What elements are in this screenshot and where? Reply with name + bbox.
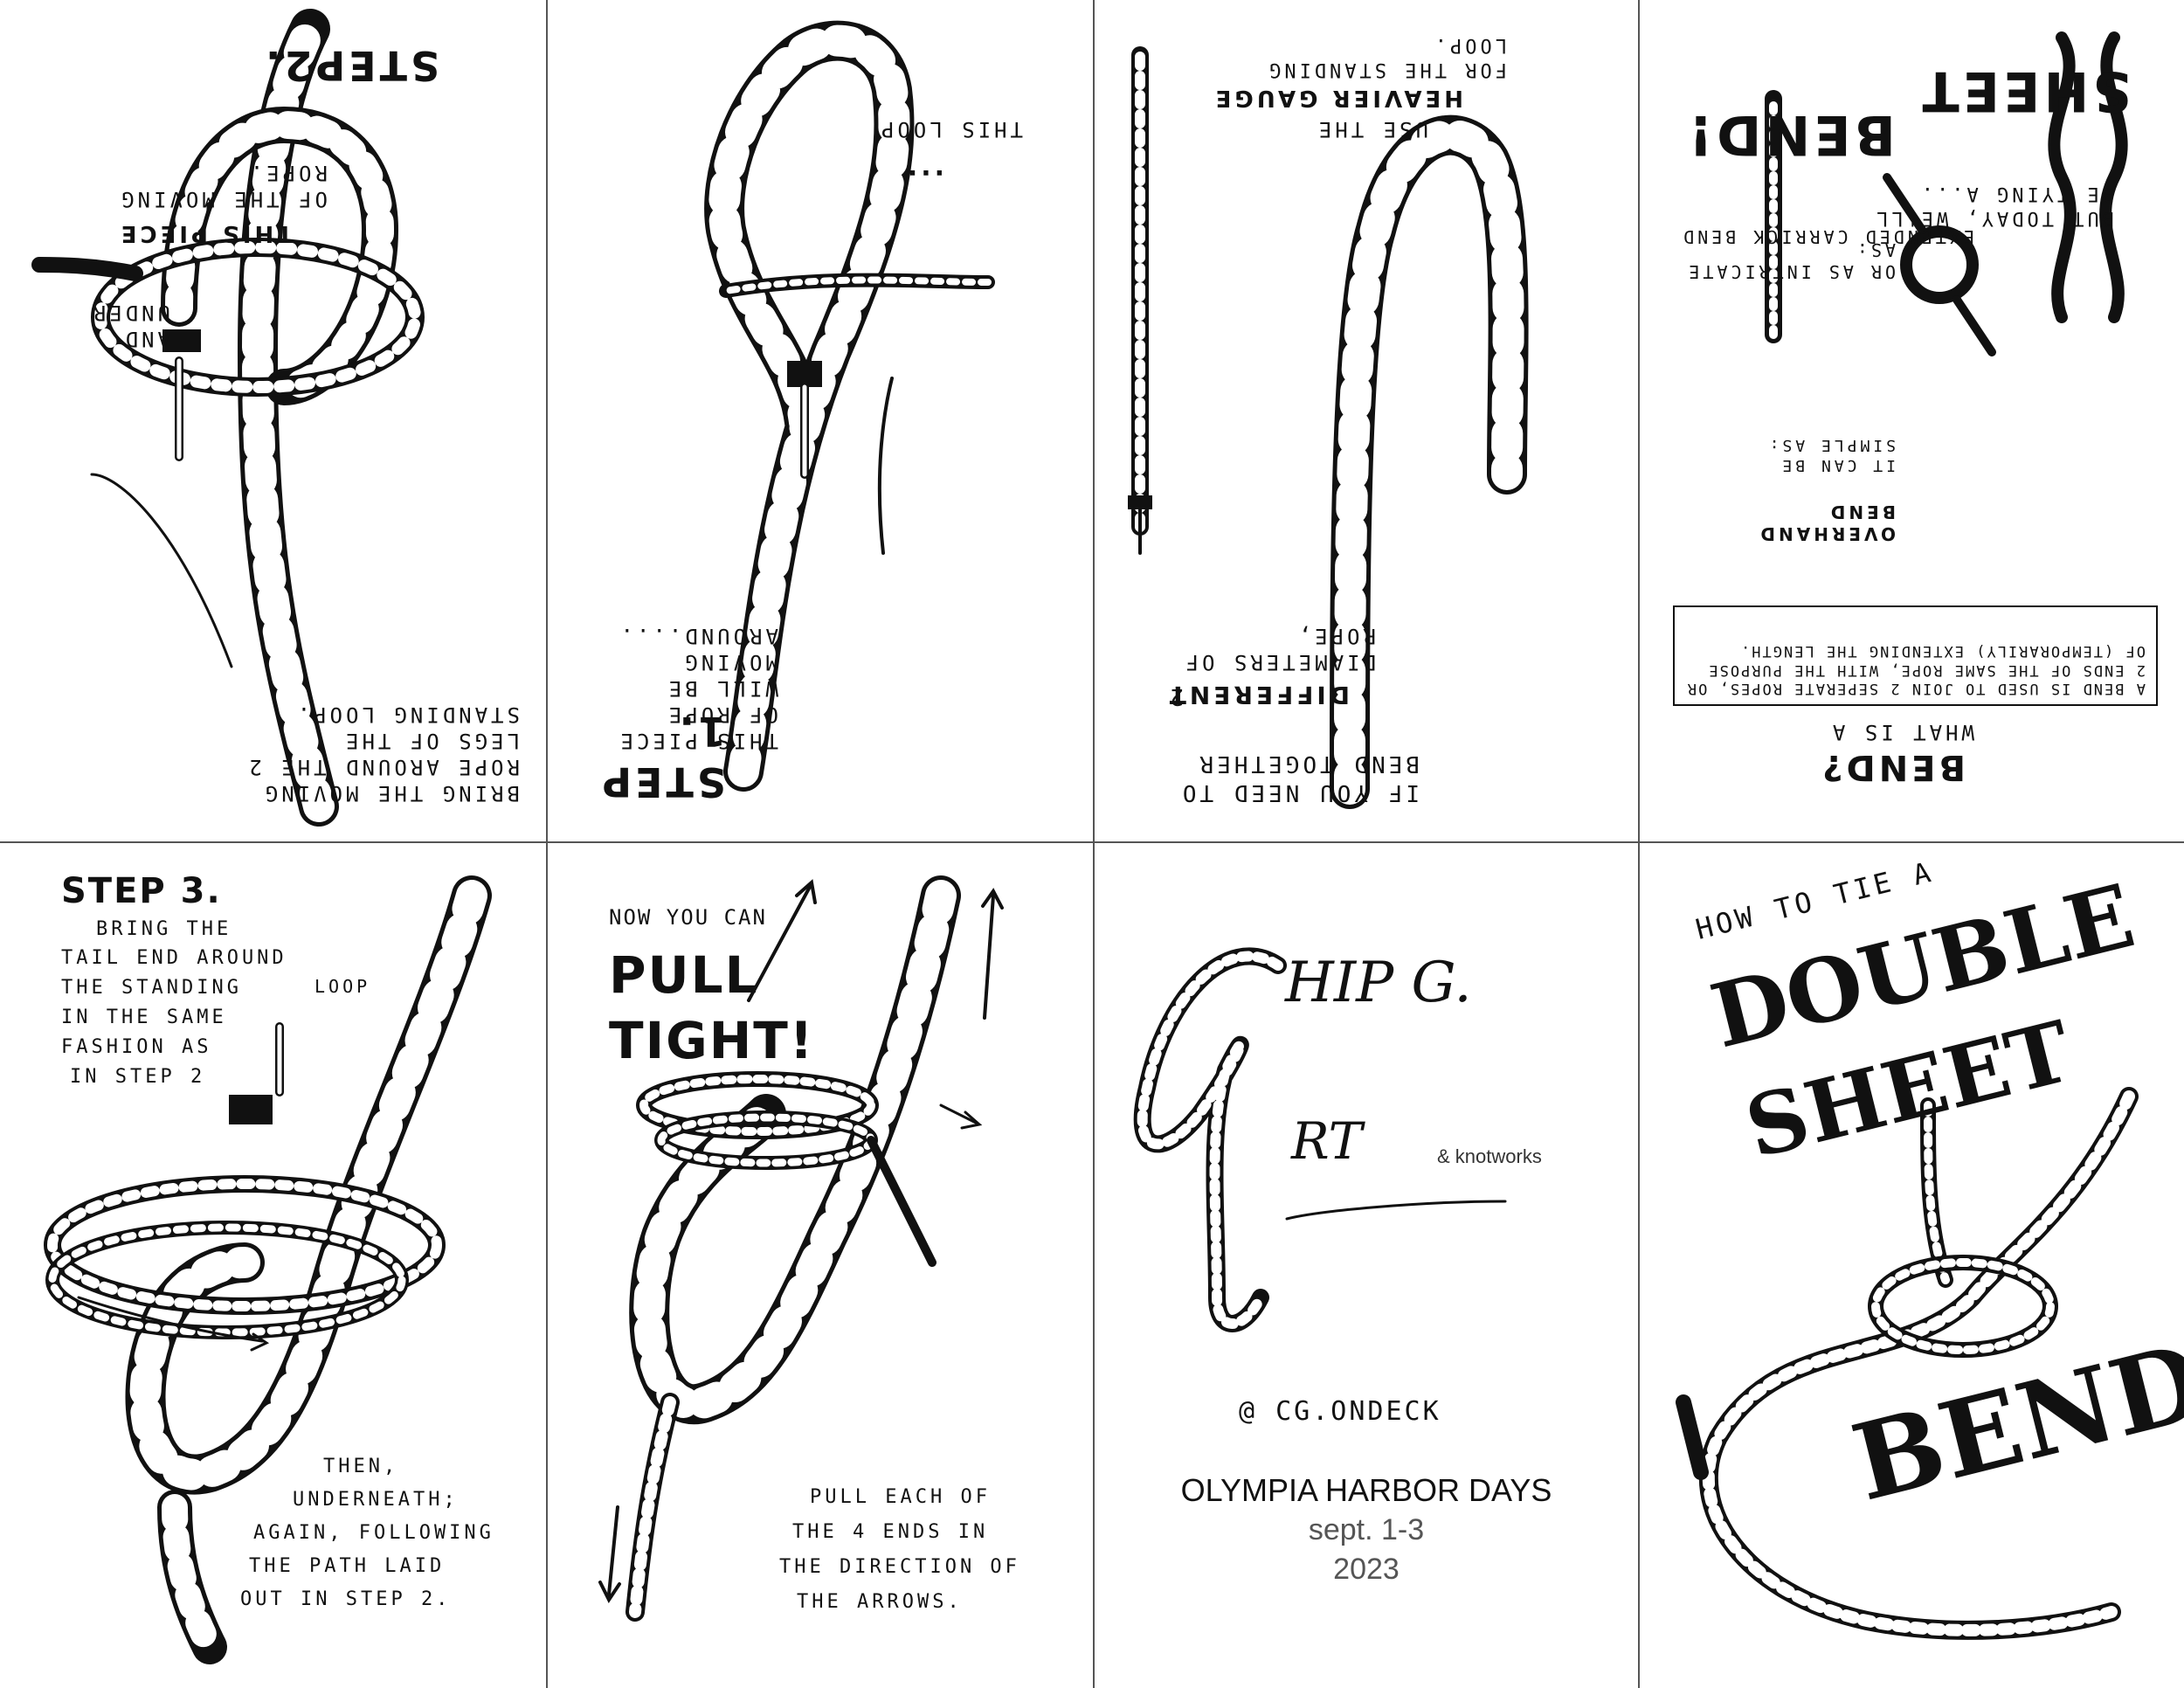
- step2-bring: BRING THE MOVING ROPE AROUND THE 2 LEGS …: [245, 702, 520, 806]
- panel-cover: HOW TO TIE A DOUBLE SHEET BEND: [1640, 843, 2184, 1688]
- intro-use-the: USE THE: [1315, 117, 1428, 142]
- step3-line3: THE STANDING: [61, 977, 242, 999]
- step1-desc: THIS PIECE OF ROPE will be moving around…: [617, 624, 779, 753]
- divider-h: [0, 841, 2184, 843]
- step2-title: STEP2.: [262, 42, 440, 89]
- bend-definition-box: A BEND IS USED TO JOIN 2 SEPERATE ROPES,…: [1673, 605, 2158, 706]
- pull-now: NOW YOU CAN: [609, 905, 767, 930]
- pull-p1: PULL EACH OF: [810, 1486, 991, 1508]
- rope-logo: [1133, 947, 1507, 1332]
- step3-then2: UNDERNEATH;: [293, 1489, 459, 1511]
- rope-illustration-step1: [704, 20, 995, 792]
- step3-line4: IN THE SAME: [61, 1007, 227, 1028]
- step3-line5: FASHION AS: [61, 1036, 212, 1058]
- step1-dots: ...: [903, 163, 944, 194]
- rope-cover-illustration: [1676, 1087, 2139, 1640]
- step2-of-moving: OF THE MOVING ROPE.: [118, 161, 328, 211]
- pull-p3: THE DIRECTION OF: [779, 1556, 1020, 1578]
- step3-then3: AGAIN, FOLLOWING: [253, 1522, 494, 1544]
- rope-illustration-intro: [1128, 46, 1529, 809]
- step3-line6: IN STEP 2: [70, 1066, 206, 1088]
- sheet-today: BUT TODAY, WE'LL BE TYING A...: [1873, 183, 2114, 230]
- intro-diameters: DIAMETERS OF ROPE,: [1182, 624, 1376, 675]
- divider-v2: [1093, 0, 1095, 1688]
- panel-intro: USE THE HEAVIER GAUGE FOR THE STANDING L…: [1095, 0, 1638, 841]
- pull-pull: PULL: [609, 945, 759, 1005]
- sheet-title-a: SHEET: [1918, 59, 2132, 123]
- brand-knotworks: & knotworks: [1437, 1145, 1542, 1167]
- step3-title: STEP 3.: [61, 871, 222, 911]
- rope-illustration-step3: [44, 875, 492, 1664]
- sheet-overhand: OVERHAND BEND: [1757, 502, 1896, 544]
- sheet-bend-q: BEND?: [1819, 747, 1966, 787]
- sheet-what: WHAT IS A: [1828, 720, 1974, 744]
- step3-line1: BRING THE: [96, 918, 232, 940]
- sheet-title-b: BEND!: [1684, 103, 1896, 167]
- panel-step2: STEP2. AND UNDER THIS PIECE OF THE MOVIN…: [0, 0, 546, 841]
- divider-v3: [1638, 0, 1640, 1688]
- intro-heavier: HEAVIER GAUGE: [1212, 85, 1463, 111]
- sheet-carrick: EXTENDED CARRICK BEND: [1680, 226, 1974, 247]
- intro-standing: FOR THE STANDING LOOP.: [1266, 34, 1507, 81]
- intro-if-you: IF YOU NEED TO BEND TOGETHER: [1178, 751, 1420, 806]
- step3-then1: THEN,: [323, 1456, 399, 1477]
- divider-v1: [546, 0, 548, 1688]
- panel-sheet-bend: SHEET BEND! BUT TODAY, WE'LL BE TYING A.…: [1640, 0, 2184, 841]
- intro-different: DIFFERENT: [1165, 681, 1350, 709]
- step1-this-loop: THIS LOOP: [877, 117, 1023, 142]
- step3-then5: OUT IN STEP 2.: [240, 1588, 452, 1610]
- panel-pull-tight: NOW YOU CAN PULL TIGHT! PULL EACH OF THE…: [548, 843, 1093, 1688]
- step2-this-piece: THIS PIECE: [117, 220, 293, 246]
- panel-step1: STEP 1. THIS LOOP ... THIS PIECE OF ROPE…: [548, 0, 1093, 841]
- panel-step3: STEP 3. BRING THE TAIL END AROUND THE ST…: [0, 843, 546, 1688]
- pull-p2: THE 4 ENDS IN: [792, 1521, 989, 1543]
- brand-event: OLYMPIA HARBOR DAYS: [1180, 1472, 1552, 1508]
- step2-and-under: AND UNDER: [89, 301, 170, 351]
- rope-illustration-step2: [31, 9, 425, 827]
- brand-rt: RT: [1291, 1111, 1363, 1171]
- brand-handle: @ CG.ONDECK: [1239, 1396, 1441, 1427]
- panel-brand: HIP G. RT & knotworks @ CG.ONDECK OLYMPI…: [1095, 843, 1638, 1688]
- knot-illustrations: [1765, 31, 2128, 356]
- brand-hip: HIP G.: [1285, 951, 1472, 1015]
- step3-loop: LOOP: [314, 976, 371, 997]
- step3-then4: THE PATH LAID: [249, 1555, 446, 1577]
- sheet-box-text: A BEND IS USED TO JOIN 2 SEPERATE ROPES,…: [1685, 642, 2146, 698]
- pull-p4: THE ARROWS.: [797, 1591, 963, 1613]
- rope-illustration-pull: [598, 875, 1004, 1622]
- pull-tight: TIGHT!: [609, 1011, 815, 1070]
- brand-year: 2023: [1333, 1553, 1400, 1586]
- sheet-simple: IT CAN BE SIMPLE AS:: [1766, 436, 1896, 475]
- brand-dates: sept. 1-3: [1308, 1513, 1425, 1546]
- step3-line2: TAIL END AROUND: [61, 947, 287, 969]
